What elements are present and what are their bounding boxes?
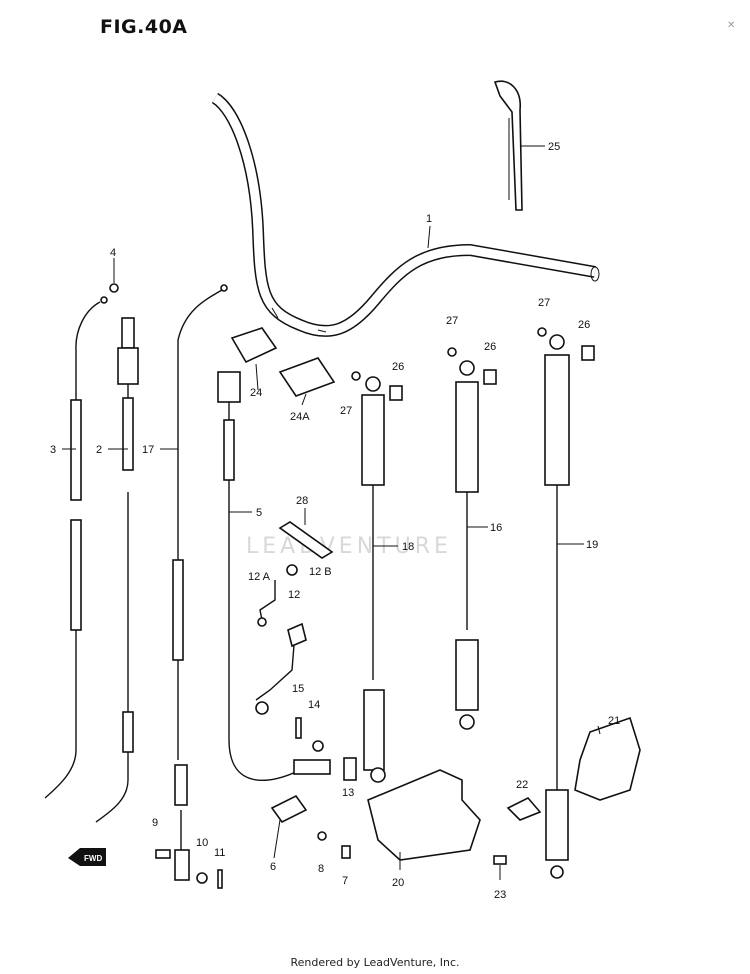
washer-8[interactable]: [317, 831, 327, 841]
callout-10[interactable]: 10: [196, 837, 208, 849]
callout-26c[interactable]: 26: [578, 319, 590, 331]
washer-12b[interactable]: [286, 564, 298, 576]
washer-4[interactable]: [109, 283, 119, 293]
corner-mark: ✕: [727, 20, 736, 31]
callout-23[interactable]: 23: [494, 889, 506, 901]
callout-18[interactable]: 18: [402, 541, 414, 553]
callout-21[interactable]: 21: [608, 715, 620, 727]
pin-11[interactable]: [217, 869, 223, 889]
callout-2[interactable]: 2: [96, 444, 102, 456]
leader-lines: [62, 145, 601, 880]
callout-17[interactable]: 17: [142, 444, 154, 456]
washer-10[interactable]: [196, 872, 208, 884]
callout-9[interactable]: 9: [152, 817, 158, 829]
callout-12[interactable]: 12: [288, 589, 300, 601]
washer-14[interactable]: [312, 740, 324, 752]
clamp[interactable]: [270, 794, 308, 824]
bolt-26b[interactable]: [483, 369, 497, 385]
callout-6[interactable]: 6: [270, 861, 276, 873]
callout-12a[interactable]: 12 A: [248, 571, 271, 583]
fasteners: [109, 283, 595, 889]
callout-19[interactable]: 19: [586, 539, 598, 551]
shift-cable-b[interactable]: [455, 360, 479, 730]
callout-11[interactable]: 11: [214, 847, 225, 859]
callout-16[interactable]: 16: [490, 522, 502, 534]
callout-13[interactable]: 13: [342, 787, 354, 799]
link-rod-12[interactable]: [255, 622, 307, 715]
callout-12b[interactable]: 12 B: [309, 566, 332, 578]
cable-clip[interactable]: [506, 797, 542, 821]
bolt-13[interactable]: [343, 757, 357, 781]
washer-27b[interactable]: [447, 347, 457, 357]
callout-1[interactable]: 1: [426, 213, 432, 225]
guide-plate[interactable]: [278, 521, 334, 559]
cable-bracket-alt[interactable]: [278, 357, 336, 397]
callout-27a[interactable]: 27: [340, 405, 352, 417]
callout-24a[interactable]: 24A: [290, 411, 310, 423]
fwd-arrow-icon: FWD: [68, 848, 106, 866]
callout-15[interactable]: 15: [292, 683, 304, 695]
footer-credit: Rendered by LeadVenture, Inc.: [290, 956, 460, 969]
throttle-cable[interactable]: [44, 296, 108, 799]
callout-14[interactable]: 14: [308, 699, 320, 711]
callout-8[interactable]: 8: [318, 863, 324, 875]
bolt-23[interactable]: [493, 855, 507, 865]
pin-15[interactable]: [295, 717, 302, 739]
callout-5[interactable]: 5: [256, 507, 262, 519]
shift-cable-a[interactable]: [361, 376, 386, 783]
choke-cable[interactable]: [95, 317, 139, 823]
callout-27c[interactable]: 27: [538, 297, 550, 309]
bolt-26a[interactable]: [389, 385, 403, 401]
washer-27a[interactable]: [351, 371, 361, 381]
callout-22[interactable]: 22: [516, 779, 528, 791]
callout-4[interactable]: 4: [110, 247, 116, 259]
brake-cable-front[interactable]: [172, 284, 228, 881]
callout-26b[interactable]: 26: [484, 341, 496, 353]
callouts: 1 2 3 4 5 6 7 8 9 10 11 12 12 A 12 B 13 …: [50, 141, 620, 901]
cable-mount-bracket[interactable]: [367, 769, 481, 861]
cable-bracket[interactable]: [230, 327, 278, 364]
callout-20[interactable]: 20: [392, 877, 404, 889]
callout-7[interactable]: 7: [342, 875, 348, 887]
callout-24[interactable]: 24: [250, 387, 262, 399]
bolt-7[interactable]: [341, 845, 351, 859]
figure-title: FIG.40A: [100, 16, 188, 38]
cable-holder-bracket[interactable]: [574, 716, 641, 801]
fwd-label: FWD: [84, 854, 102, 863]
callout-28[interactable]: 28: [296, 495, 308, 507]
bolt-9[interactable]: [155, 849, 171, 859]
callout-3[interactable]: 3: [50, 444, 56, 456]
bolt-26c[interactable]: [581, 345, 595, 361]
callout-26a[interactable]: 26: [392, 361, 404, 373]
watermark: LEADVENTURE: [246, 534, 452, 559]
callout-27b[interactable]: 27: [446, 315, 458, 327]
link-rod[interactable]: [257, 580, 276, 627]
callout-25[interactable]: 25: [548, 141, 560, 153]
washer-27c[interactable]: [537, 327, 547, 337]
parking-cable[interactable]: [217, 371, 331, 781]
handlebar[interactable]: [211, 92, 600, 337]
clamp-strap[interactable]: [493, 80, 523, 211]
shift-cable-c[interactable]: [544, 334, 570, 879]
